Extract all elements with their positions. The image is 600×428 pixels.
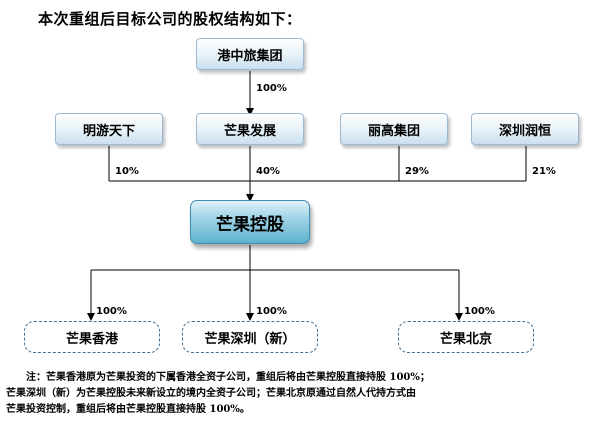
pct-subsidiary: 100% [464,306,495,317]
page-title: 本次重组后目标公司的股权结构如下： [38,10,302,28]
footnote-line: 芒果深圳（新）为芒果控股未来新设立的境内全资子公司；芒果北京原通过自然人代持方式… [6,388,416,399]
node-shareholder: 明游天下 [55,113,163,145]
node-subsidiary: 芒果深圳（新） [182,321,318,353]
pct-subsidiary: 100% [96,306,127,317]
footnote: 注：芒果香港原为芒果投资的下属香港全资子公司，重组后将由芒果控股直接持股 100… [6,370,594,418]
pct-shareholder: 21% [532,166,556,177]
footnote-line: 芒果投资控制，重组后将由芒果控股直接持股 100%。 [6,404,250,415]
node-shareholder: 丽高集团 [340,113,448,145]
node-main: 芒果控股 [190,200,310,244]
pct-subsidiary: 100% [256,306,287,317]
pct-top-to-fazhan: 100% [256,83,287,94]
node-top: 港中旅集团 [196,38,304,70]
node-shareholder: 深圳润恒 [471,113,579,145]
footnote-line: 注：芒果香港原为芒果投资的下属香港全资子公司，重组后将由芒果控股直接持股 100… [26,372,430,383]
pct-shareholder: 40% [256,166,280,177]
node-subsidiary: 芒果北京 [398,321,534,353]
node-shareholder: 芒果发展 [196,113,304,145]
pct-shareholder: 29% [405,166,429,177]
node-subsidiary: 芒果香港 [24,321,160,353]
pct-shareholder: 10% [115,166,139,177]
